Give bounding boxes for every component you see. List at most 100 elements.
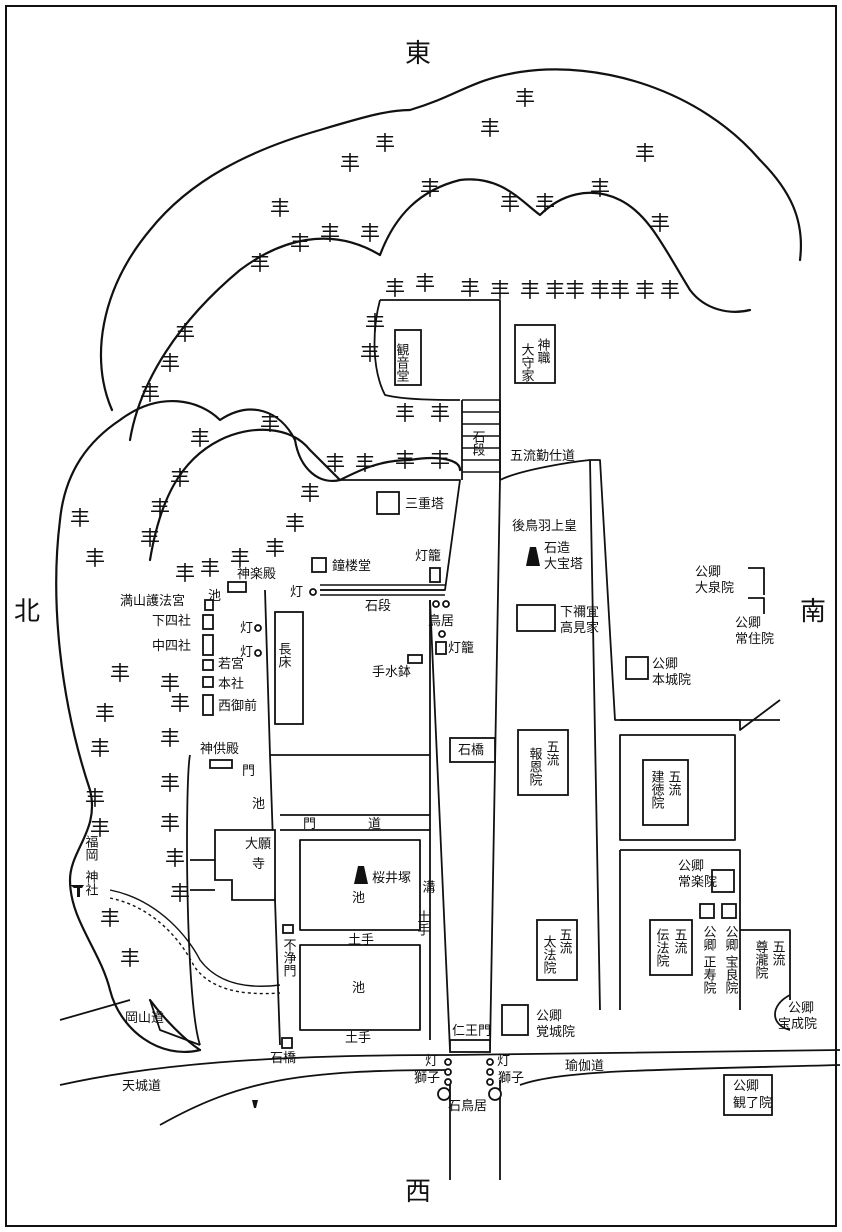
to-b-label: 灯 [240, 621, 253, 636]
lantern-marker [432, 600, 440, 608]
shoju-label-1: 公卿 [701, 925, 717, 952]
ridge-second [128, 178, 752, 442]
gogan-label-2: 寺 [252, 857, 265, 872]
south-block [619, 849, 791, 1010]
tree-symbol: 丰 [385, 276, 405, 300]
tree-symbols: 丰 丰 丰 丰 丰 丰 丰 丰 丰 丰 丰 丰 丰 丰 丰 丰 丰 丰 丰 丰 … [70, 86, 680, 970]
tree-symbol: 丰 [545, 278, 565, 302]
hojo-curve [774, 994, 791, 1031]
denpo-label-1: 五流 [672, 928, 688, 954]
tree-symbol: 丰 [70, 506, 90, 530]
lantern-marker [486, 1058, 494, 1066]
honjo-label-2: 本城院 [652, 673, 691, 688]
tree-symbol: 丰 [175, 321, 195, 345]
toro-upper-box [429, 567, 441, 583]
lantern-marker [442, 600, 450, 608]
compass-bottom: 西 [405, 1177, 431, 1207]
shoju-label-2: 正寿院 [701, 955, 717, 994]
tree-symbol: 丰 [360, 221, 380, 245]
horyo-label-1: 公卿 [723, 925, 739, 952]
taihoin-box [536, 919, 578, 981]
ishidan-upper-steps [462, 399, 500, 473]
joju-label-1: 公卿 [735, 616, 761, 631]
tree-symbol: 丰 [160, 351, 180, 375]
tree-symbol: 丰 [365, 311, 385, 335]
kentoku-label-1: 五流 [666, 770, 682, 796]
torii-pillar [488, 1087, 502, 1101]
dote-b-label: 土手 [345, 1031, 371, 1046]
compass-right: 南 [800, 597, 826, 627]
dote-c-label: 土手 [415, 910, 431, 936]
ishibashi-low-label: 石橋 [270, 1051, 296, 1066]
tree-symbol: 丰 [535, 191, 555, 215]
torii-label: 鳥居 [428, 614, 454, 629]
tree-symbol: 丰 [515, 86, 535, 110]
tree-symbol: 丰 [500, 191, 520, 215]
tree-symbol: 丰 [590, 278, 610, 302]
shrine-f [202, 694, 214, 716]
tenjo-road-label: 天城道 [122, 1079, 161, 1094]
tree-symbol: 丰 [165, 846, 185, 870]
tree-symbol: 丰 [360, 341, 380, 365]
ridge-third [58, 399, 462, 522]
tree-symbol: 丰 [565, 278, 585, 302]
jingu-label: 神供殿 [200, 742, 239, 757]
tree-symbol: 丰 [430, 401, 450, 425]
gogan-label-1: 大願 [245, 837, 271, 852]
fujomon-label: 不浄門 [281, 938, 297, 978]
honjo-label-1: 公卿 [652, 657, 678, 672]
joraku-a [711, 869, 735, 893]
gogan-box [214, 829, 276, 901]
fukuoka-torii-icon [70, 885, 84, 897]
taihoin-label-2: 太法院 [541, 935, 557, 974]
toro-lower-box [435, 641, 447, 655]
denpo-box [649, 919, 693, 976]
fukuoka-path-dash [109, 897, 281, 995]
fujomon-box [282, 924, 294, 934]
lantern-marker [444, 1068, 452, 1076]
sakurai-label: 桜井塚 [372, 871, 411, 886]
lantern-marker [254, 649, 262, 657]
tree-symbol: 丰 [265, 536, 285, 560]
joraku-b [699, 903, 715, 919]
tree-symbol: 丰 [90, 736, 110, 760]
tree-symbol: 丰 [660, 278, 680, 302]
daisenin-label-1: 公卿 [695, 565, 721, 580]
nishigozen-label: 西御前 [218, 698, 257, 714]
mon-b-label: 門 [303, 817, 316, 832]
tree-symbol: 丰 [190, 426, 210, 450]
road-south-edge [159, 1064, 841, 1126]
kakujoin-label-1: 公卿 [536, 1009, 562, 1024]
ike-low-upper-label: 池 [352, 891, 365, 906]
honjo-box [625, 656, 649, 680]
sanjunoto-box [376, 491, 400, 515]
tree-symbol: 丰 [160, 771, 180, 795]
torii-pillar [437, 1087, 451, 1101]
taihoin-label-1: 五流 [557, 928, 573, 954]
mon-a-label: 門 [242, 764, 255, 779]
shrine-b [202, 614, 214, 630]
tree-symbol: 丰 [520, 278, 540, 302]
fukuoka-path [109, 889, 281, 987]
compass-left: 北 [14, 597, 40, 627]
ridge-west-slope [55, 518, 202, 1053]
shinshoku-label-2: 大守家 [519, 343, 535, 382]
kanryo-label-2: 観了院 [733, 1096, 772, 1111]
kentoku-box [642, 759, 689, 826]
hoonin-box [517, 729, 569, 796]
shrine-a [204, 599, 214, 611]
to-c-label: 灯 [240, 645, 253, 660]
shishi-a-label: 獅子 [414, 1071, 440, 1086]
tree-symbol: 丰 [420, 176, 440, 200]
ike-low-border [299, 944, 421, 1031]
toro-lower-label: 灯籠 [448, 640, 474, 656]
tree-symbol: 丰 [290, 231, 310, 255]
tree-symbol: 丰 [480, 116, 500, 140]
tree-symbol: 丰 [85, 786, 105, 810]
ishidan-upper-sides [461, 400, 501, 480]
tree-symbol: 丰 [340, 151, 360, 175]
tree-symbol: 丰 [395, 401, 415, 425]
lantern-markers [254, 588, 502, 1101]
kannondo-box [394, 329, 422, 386]
